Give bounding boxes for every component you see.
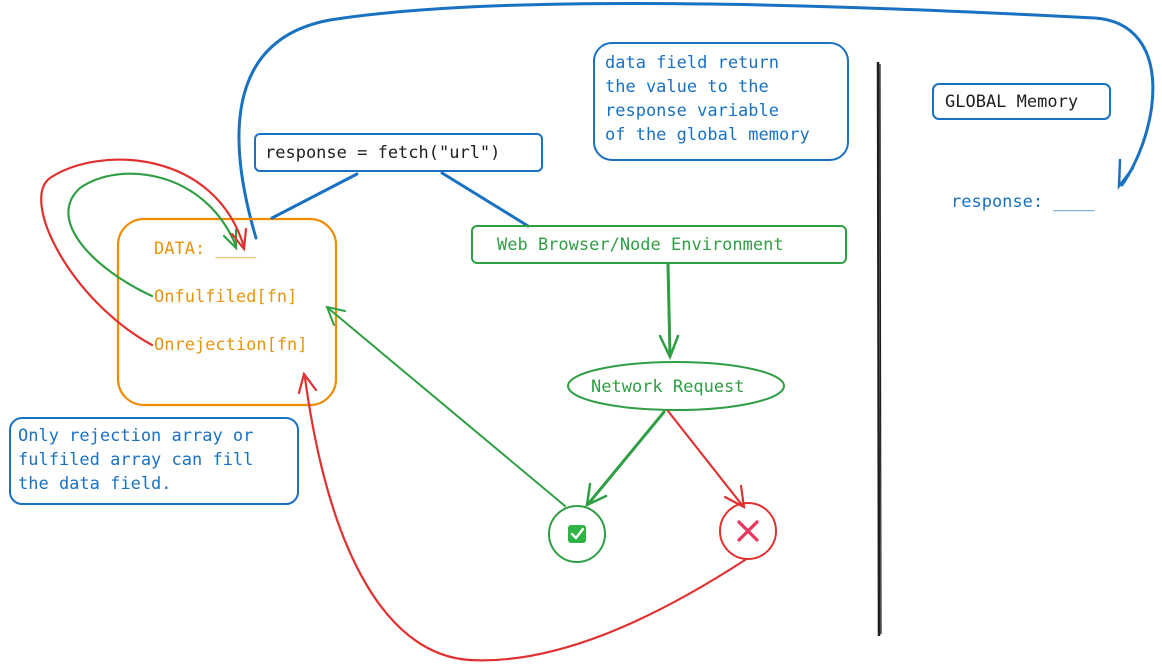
request-to-failure-arrow	[666, 409, 746, 509]
data-to-global-memory-arrow	[237, 1, 1155, 240]
statement-to-promise-line	[270, 172, 359, 220]
only-rejection-note-line-1: Only rejection array or	[18, 426, 253, 446]
data-field-note-line-4: of the global memory	[605, 125, 810, 145]
cross-icon	[737, 520, 759, 542]
environment-to-request-arrow	[658, 262, 680, 361]
statement-to-environment-line	[440, 171, 530, 228]
success-to-onfulfilled-arrow	[325, 305, 566, 507]
onfulfilled-label: Onfulfiled[fn]	[154, 287, 297, 307]
only-rejection-note-box	[9, 417, 299, 505]
success-node	[548, 505, 606, 563]
only-rejection-note-line-2: fulfiled array can fill	[18, 450, 253, 470]
failure-node	[719, 502, 777, 560]
data-field-note-box	[593, 42, 849, 161]
data-field-note-line-3: response variable	[605, 101, 779, 121]
environment-box	[471, 225, 847, 264]
request-to-success-arrow	[585, 410, 666, 508]
data-field-note-line-1: data field return	[605, 53, 779, 73]
environment-label: Web Browser/Node Environment	[497, 235, 784, 255]
failure-to-onrejection-arrow	[297, 371, 747, 662]
code-statement-box	[254, 133, 543, 172]
memory-divider-line	[876, 61, 882, 637]
network-request-label: Network Request	[591, 377, 745, 397]
check-icon	[568, 525, 586, 543]
data-field-note-line-2: the value to the	[605, 77, 769, 97]
global-response-variable: response: ____	[951, 192, 1095, 212]
only-rejection-note-line-3: the data field.	[18, 474, 172, 494]
onrejection-to-data-arrow	[40, 158, 248, 347]
global-memory-title: GLOBAL Memory	[945, 92, 1078, 112]
network-request-node	[567, 361, 785, 411]
code-statement-text: response = fetch("url")	[265, 143, 500, 163]
promise-object-box	[116, 217, 338, 407]
onrejection-label: Onrejection[fn]	[154, 335, 308, 355]
onfulfilled-to-data-arrow	[67, 172, 238, 298]
global-memory-title-box	[932, 83, 1111, 120]
